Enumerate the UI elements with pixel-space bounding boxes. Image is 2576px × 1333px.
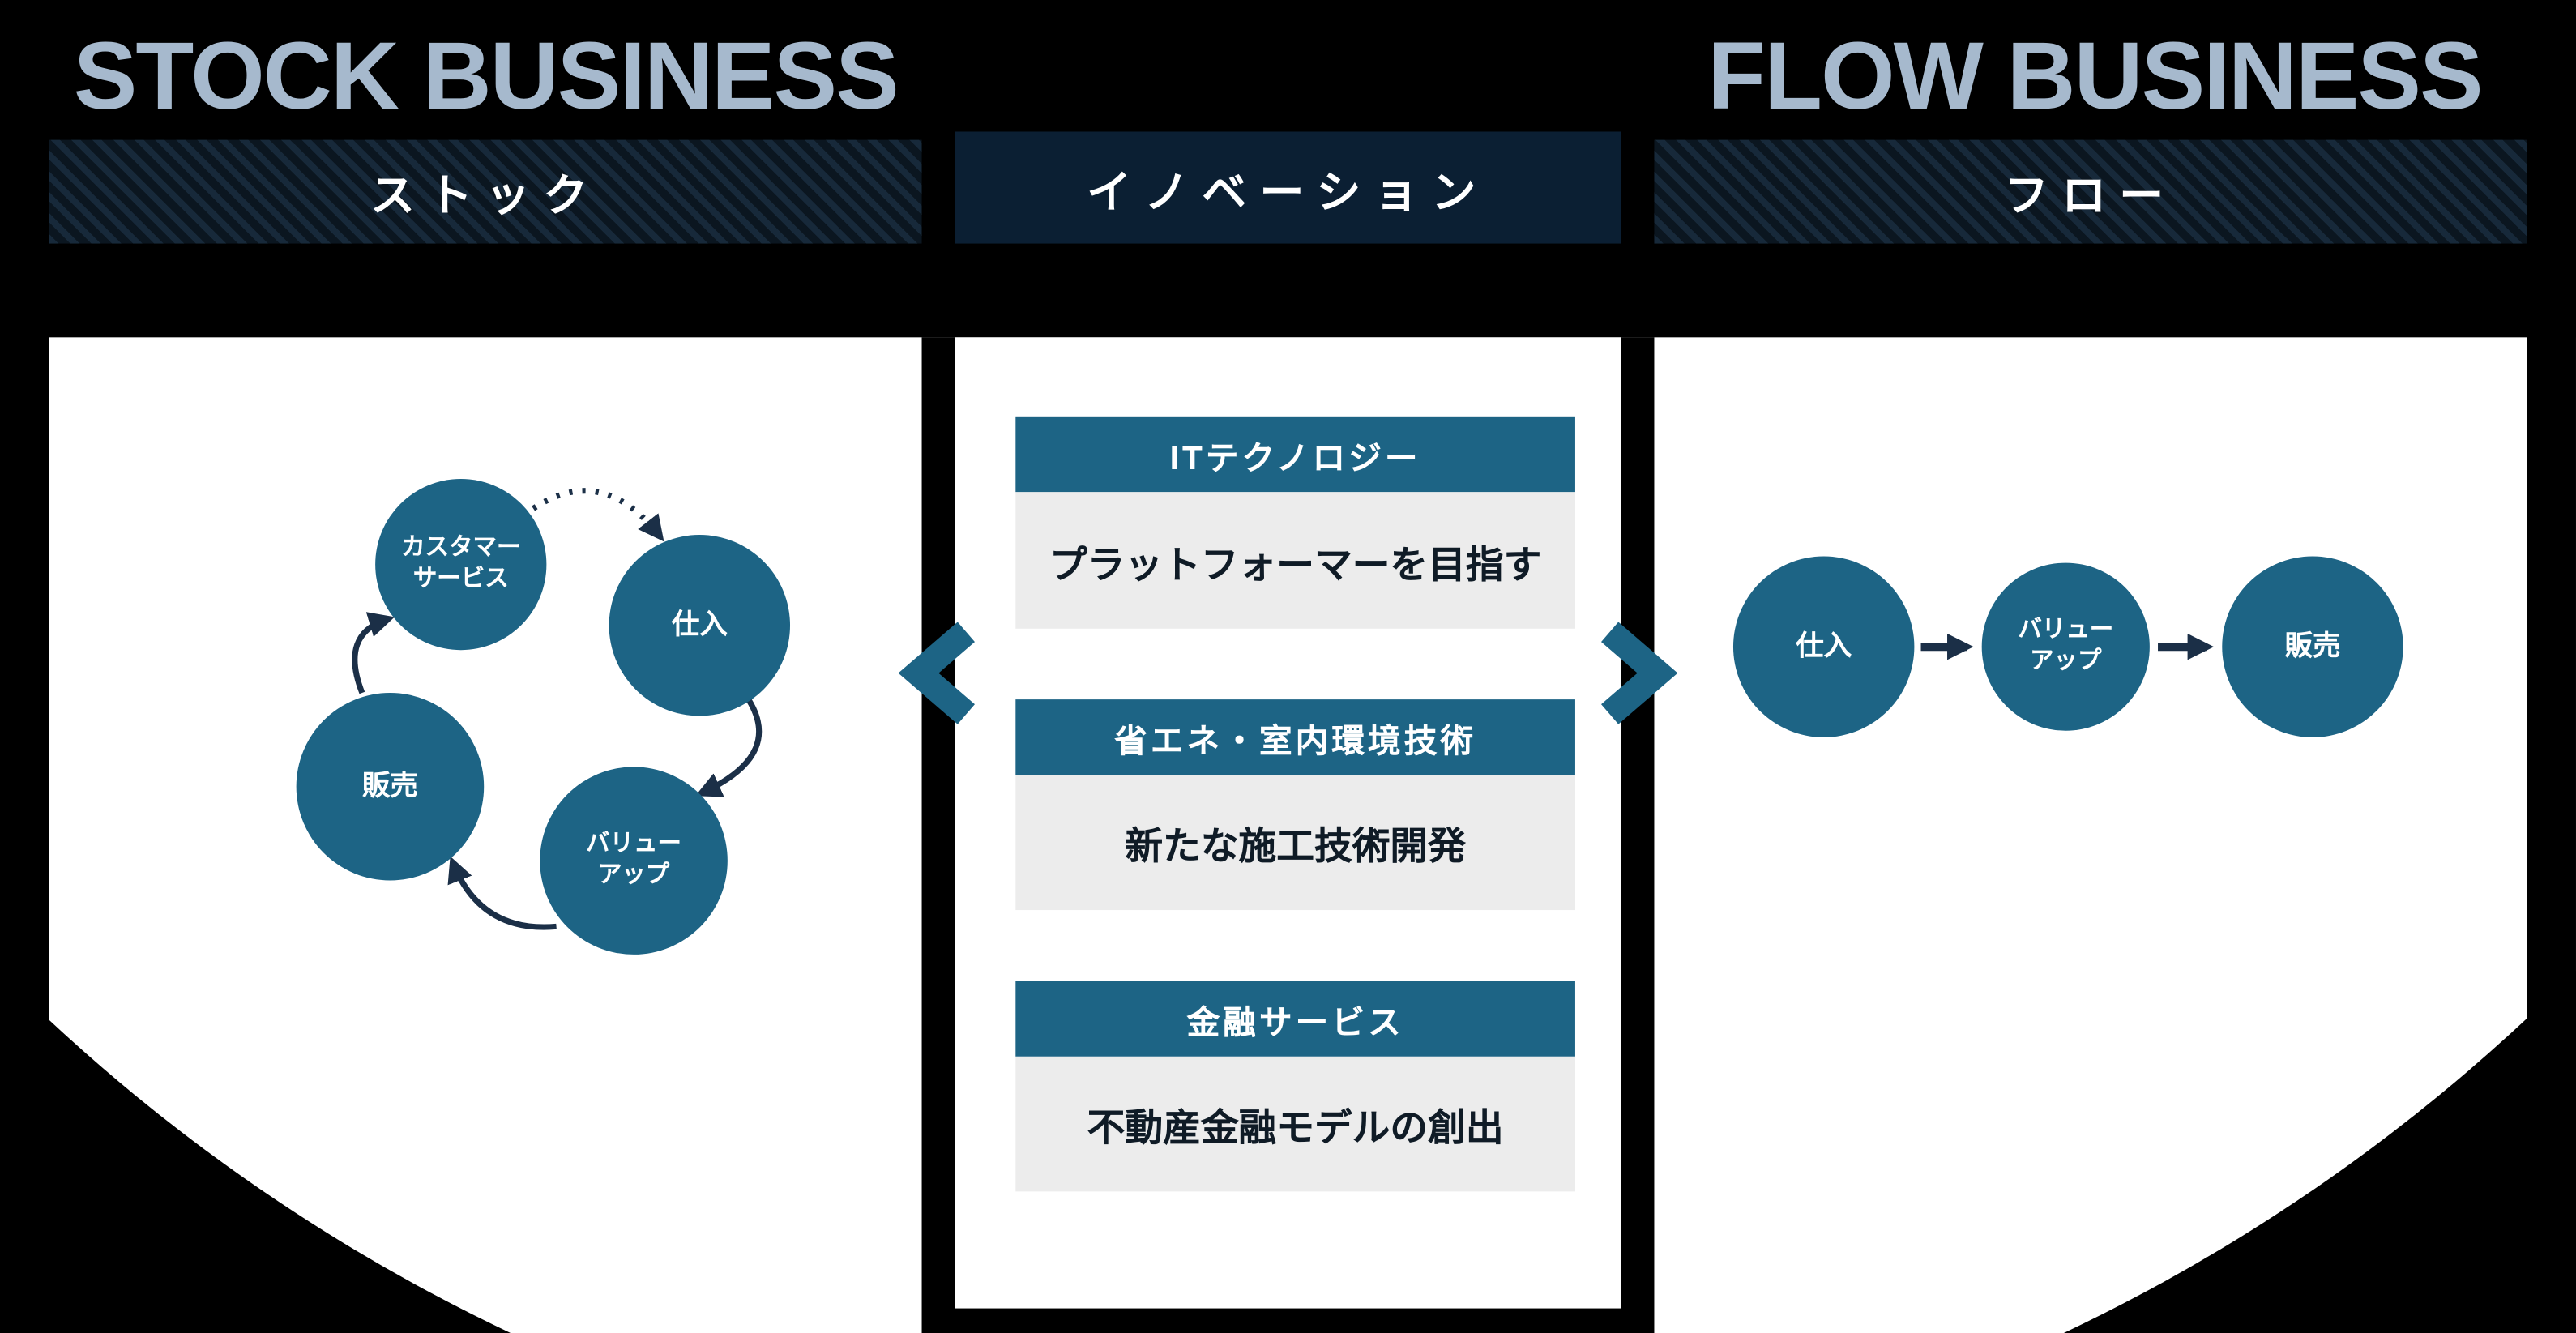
innovation-panel-footer (955, 1308, 1621, 1333)
innovation-section-2-header: 省エネ・室内環境技術 (1015, 699, 1575, 775)
flow-node-shiire-label: 仕入 (1796, 630, 1852, 662)
flow-node-hanbai-label: 販売 (2284, 630, 2341, 662)
innovation-panel: ITテクノロジー プラットフォーマーを目指す 省エネ・室内環境技術 新たな施工技… (955, 337, 1621, 1309)
stock-node-hanbai-label: 販売 (361, 770, 418, 801)
arrow-valueup-to-hanbai (447, 856, 557, 930)
stock-node-customer-service: カスタマー サービス (375, 478, 547, 651)
right-mask (2527, 0, 2576, 1333)
chevron-right-icon (1601, 622, 1678, 724)
innovation-section-3-header: 金融サービス (1015, 981, 1575, 1057)
innovation-section-2-text: 新たな施工技術開発 (1125, 824, 1466, 868)
stock-node-shiire-label: 仕入 (671, 609, 728, 640)
flow-header-label: フロー (2004, 171, 2177, 221)
flow-node-value-up-label: バリュー アップ (2018, 617, 2114, 675)
innovation-header-bar: イノベーション (955, 131, 1621, 244)
flow-chain-arrows (1920, 633, 2215, 660)
stock-node-value-up: バリュー アップ (540, 767, 728, 955)
left-column-gap (921, 337, 955, 1333)
stock-node-value-up-label: バリュー アップ (586, 831, 681, 889)
flow-node-shiire: 仕入 (1732, 556, 1915, 737)
flow-node-value-up: バリュー アップ (1981, 562, 2150, 731)
stock-node-hanbai: 販売 (296, 693, 485, 881)
stock-node-shiire: 仕入 (609, 535, 791, 716)
innovation-section-1-header: ITテクノロジー (1015, 416, 1575, 493)
right-column-gap (1621, 337, 1655, 1333)
innovation-section-2-body: 新たな施工技術開発 (1015, 775, 1575, 911)
left-mask (0, 0, 49, 1333)
arrow-hanbai-to-customer (352, 612, 395, 694)
innovation-section-1-heading: ITテクノロジー (1169, 440, 1421, 476)
stock-header-bar: ストック (49, 139, 922, 244)
flow-business-title: FLOW BUSINESS (1707, 23, 2483, 130)
innovation-section-2-heading: 省エネ・室内環境技術 (1114, 723, 1477, 760)
chevron-left-icon (898, 622, 975, 724)
stock-cycle-arrows (352, 488, 763, 930)
stock-node-customer-service-label: カスタマー サービス (401, 535, 521, 593)
innovation-section-3-heading: 金融サービス (1186, 1004, 1404, 1041)
innovation-section-1-body: プラットフォーマーを目指す (1015, 492, 1575, 629)
stock-header-label: ストック (370, 171, 601, 221)
innovation-header-label: イノベーション (1087, 167, 1489, 217)
flow-header-bar: フロー (1654, 139, 2527, 244)
arrow-shiire-to-valueup (695, 690, 763, 797)
innovation-section-3-body: 不動産金融モデルの創出 (1015, 1056, 1575, 1192)
innovation-section-1-text: プラットフォーマーを目指す (1049, 542, 1542, 585)
innovation-section-3-text: 不動産金融モデルの創出 (1087, 1105, 1504, 1149)
flow-node-hanbai: 販売 (2222, 556, 2403, 737)
arrow-customer-to-shiire (532, 488, 664, 542)
stock-business-title: STOCK BUSINESS (73, 23, 899, 130)
